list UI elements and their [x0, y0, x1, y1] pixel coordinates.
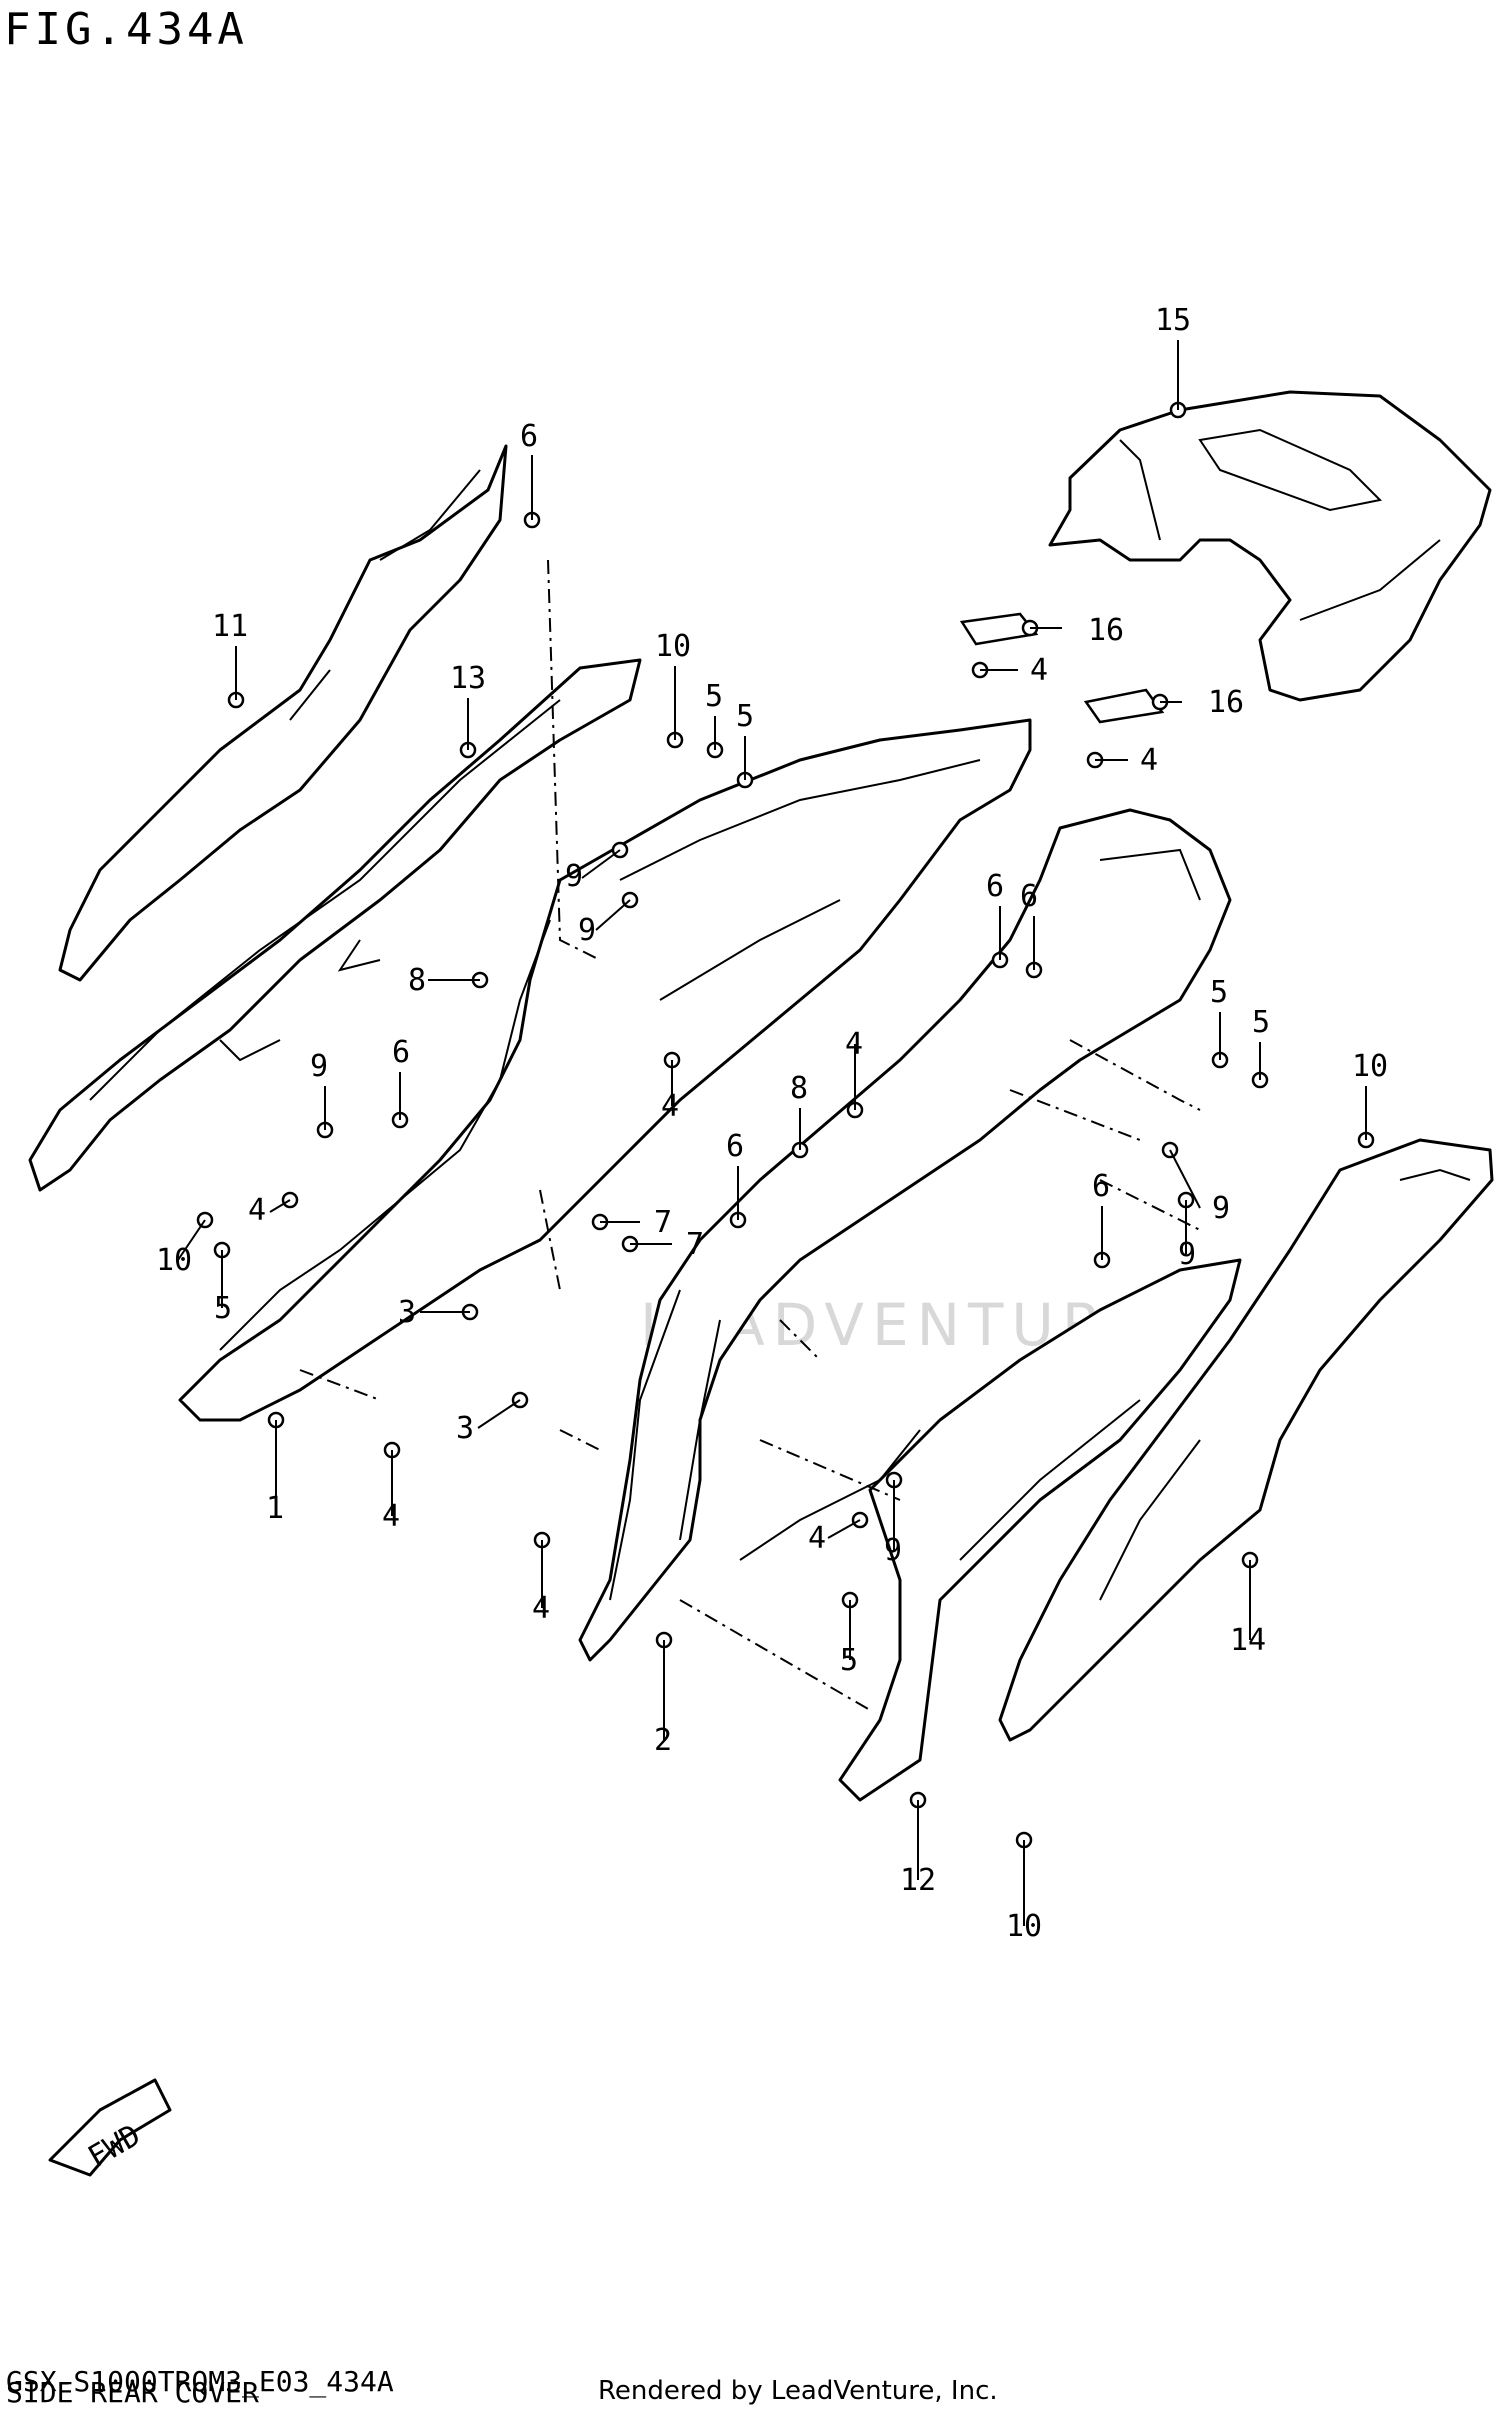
callout-c6a[interactable]: 6 — [520, 419, 538, 454]
callout-c6f[interactable]: 6 — [1092, 1169, 1110, 1204]
callout-c5f[interactable]: 5 — [840, 1643, 858, 1678]
callout-c9f[interactable]: 9 — [884, 1533, 902, 1568]
callout-c11[interactable]: 11 — [212, 609, 248, 644]
callout-c6e[interactable]: 6 — [726, 1129, 744, 1164]
assembly-line-3 — [539, 1189, 561, 1291]
leader-c3b — [477, 1399, 521, 1429]
callout-c4h[interactable]: 4 — [808, 1521, 826, 1556]
model-code: GSX-S1000TRQM3_E03_434A — [6, 2365, 394, 2398]
callout-c7a[interactable]: 7 — [654, 1205, 672, 1240]
part-12-right-side-panel[interactable] — [838, 1258, 1242, 1802]
callout-c5c[interactable]: 5 — [1210, 975, 1228, 1010]
callout-c4c[interactable]: 4 — [845, 1027, 863, 1062]
leader-c4h — [827, 1519, 861, 1539]
leader-c9d — [1169, 1149, 1201, 1209]
callout-c9e[interactable]: 9 — [1178, 1237, 1196, 1272]
rendered-by: Rendered by LeadVenture, Inc. — [598, 2376, 998, 2406]
part-16-decal-upper[interactable] — [959, 612, 1039, 646]
callout-c10c[interactable]: 10 — [156, 1243, 192, 1278]
leader-c9b — [595, 899, 631, 931]
leader-lines — [177, 340, 1367, 1926]
callout-c9b[interactable]: 9 — [578, 913, 596, 948]
callout-c8a[interactable]: 8 — [408, 963, 426, 998]
callout-c16b[interactable]: 16 — [1208, 685, 1244, 720]
callout-c4d[interactable]: 4 — [661, 1089, 679, 1124]
callout-c4g[interactable]: 4 — [532, 1591, 550, 1626]
callout-c6d[interactable]: 6 — [392, 1035, 410, 1070]
callout-c15[interactable]: 15 — [1155, 303, 1191, 338]
leader-c4e — [269, 1199, 291, 1213]
callout-c10d[interactable]: 10 — [1006, 1909, 1042, 1944]
callout-c10b[interactable]: 10 — [1352, 1049, 1388, 1084]
assembly-line-6 — [1009, 1089, 1141, 1141]
assembly-line-1 — [1069, 1039, 1201, 1111]
callout-c9d[interactable]: 9 — [1212, 1191, 1230, 1226]
part-13-left-inner-panel[interactable] — [28, 658, 642, 1192]
callout-c9a[interactable]: 9 — [565, 859, 583, 894]
callout-c1[interactable]: 1 — [266, 1491, 284, 1526]
callout-c9c[interactable]: 9 — [310, 1049, 328, 1084]
assembly-line-5 — [779, 1319, 821, 1361]
callout-c5e[interactable]: 5 — [214, 1291, 232, 1326]
assembly-line-8 — [759, 1439, 901, 1501]
section-name: SIDE REAR COVER — [6, 2376, 259, 2409]
callout-c4e[interactable]: 4 — [248, 1193, 266, 1228]
callout-c5b[interactable]: 5 — [736, 699, 754, 734]
callout-c3b[interactable]: 3 — [456, 1411, 474, 1446]
part-16-decal-lower[interactable] — [1083, 688, 1165, 724]
callout-c4b[interactable]: 4 — [1140, 743, 1158, 778]
fwd-arrow-icon: FWD — [48, 2078, 172, 2177]
callout-c16a[interactable]: 16 — [1088, 613, 1124, 648]
callout-c5a[interactable]: 5 — [705, 679, 723, 714]
callout-c3a[interactable]: 3 — [398, 1295, 416, 1330]
callout-c6c[interactable]: 6 — [1020, 879, 1038, 914]
callout-c13[interactable]: 13 — [450, 661, 486, 696]
callout-c4f[interactable]: 4 — [382, 1499, 400, 1534]
assembly-line-4 — [679, 1599, 871, 1711]
part-15-seat-cowl[interactable] — [1048, 390, 1492, 702]
leader-c9a — [581, 849, 621, 879]
figure-title: FIG.434A — [4, 4, 248, 55]
callout-c10a[interactable]: 10 — [655, 629, 691, 664]
callout-c6b[interactable]: 6 — [986, 869, 1004, 904]
callout-c4a[interactable]: 4 — [1030, 653, 1048, 688]
assembly-line-2 — [299, 1369, 381, 1401]
callout-c5d[interactable]: 5 — [1252, 1005, 1270, 1040]
part-11-left-side-panel[interactable] — [58, 444, 508, 982]
assembly-line-7 — [1099, 1179, 1201, 1231]
callout-c2[interactable]: 2 — [654, 1723, 672, 1758]
part-14-right-outer-panel[interactable] — [998, 1138, 1494, 1742]
assembly-line-9 — [559, 1429, 601, 1451]
callout-c12[interactable]: 12 — [900, 1863, 936, 1898]
callout-c14[interactable]: 14 — [1230, 1623, 1266, 1658]
leader-c10c — [177, 1219, 206, 1261]
callout-c8b[interactable]: 8 — [790, 1071, 808, 1106]
part-1-left-frame-cover[interactable] — [178, 718, 1032, 1422]
part-2-right-frame-cover[interactable] — [578, 808, 1232, 1662]
callout-c7b[interactable]: 7 — [686, 1227, 704, 1262]
assembly-line-0 — [547, 559, 601, 961]
